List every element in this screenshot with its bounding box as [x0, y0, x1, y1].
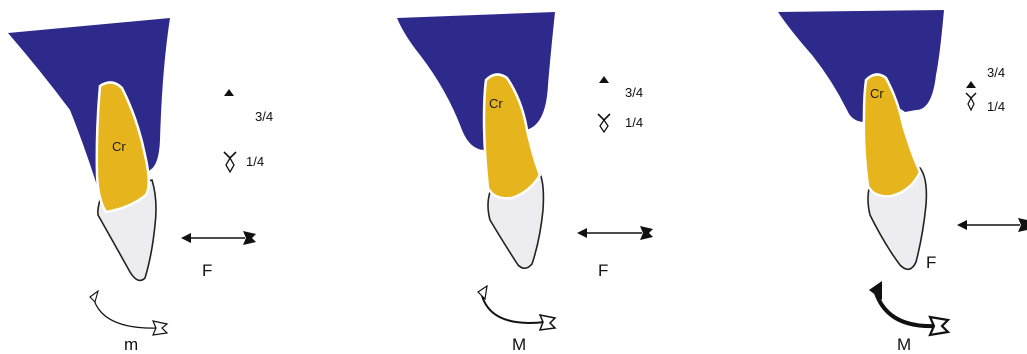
ratio-upper-label: 3/4 — [255, 109, 273, 124]
tooth-root — [95, 81, 150, 214]
curved-moment-arrow-icon — [89, 289, 169, 336]
crown-label: Cr — [112, 139, 126, 154]
alveolar-bone — [778, 10, 944, 122]
ratio-marker-lower-icon — [965, 92, 977, 112]
ratio-lower-label: 1/4 — [625, 115, 643, 130]
ratio-marker-lower-icon — [223, 151, 237, 174]
ratio-marker-lower-icon — [597, 113, 611, 134]
moment-label: M — [512, 335, 526, 354]
panel-2: Cr F 3/4 1/4 M — [397, 12, 653, 354]
force-label: F — [926, 253, 936, 272]
tooth-root — [482, 73, 542, 200]
moment-label: M — [897, 335, 911, 354]
panel-1: Cr F 3/4 1/4 m — [8, 18, 273, 354]
curved-moment-arrow-icon — [869, 281, 951, 337]
ratio-marker-upper-icon — [966, 81, 976, 88]
crown-label: Cr — [489, 96, 503, 111]
force-arrow-icon — [577, 226, 653, 240]
force-arrow-icon — [957, 218, 1027, 232]
tooth-root — [862, 73, 922, 198]
curved-moment-arrow-icon — [477, 284, 557, 331]
moment-label: m — [124, 335, 138, 354]
force-label: F — [598, 261, 608, 280]
ratio-marker-upper-icon — [599, 76, 609, 83]
alveolar-bone — [397, 12, 555, 150]
ratio-marker-upper-icon — [224, 89, 234, 96]
crown-label: Cr — [870, 86, 884, 101]
force-label: F — [202, 261, 212, 280]
panel-3: Cr F 3/4 1/4 M — [778, 10, 1027, 354]
ratio-upper-label: 3/4 — [987, 65, 1005, 80]
ratio-upper-label: 3/4 — [625, 85, 643, 100]
ratio-lower-label: 1/4 — [246, 154, 264, 169]
ratio-lower-label: 1/4 — [987, 99, 1005, 114]
force-arrow-icon — [181, 231, 256, 245]
